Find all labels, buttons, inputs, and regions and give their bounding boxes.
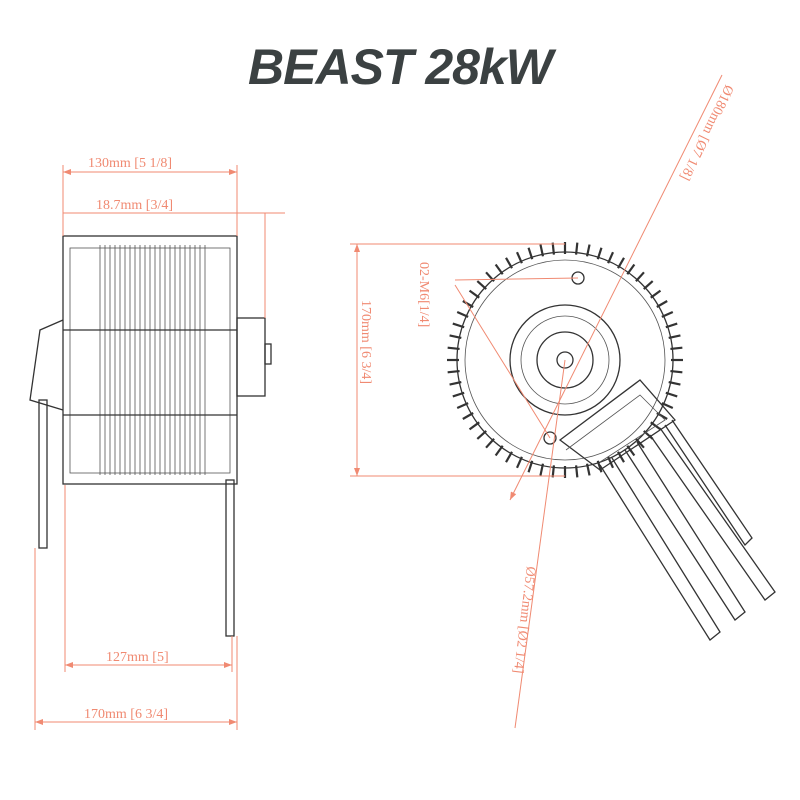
outer-diameter-label: Ø180mm [Ø7 1/8] — [677, 82, 736, 182]
side-view — [29, 235, 272, 637]
bolt-circle-label: Ø57.2mm [Ø2 1/4] — [510, 566, 538, 675]
height-label: 170mm [6 3/4] — [358, 300, 373, 384]
shaft-length-label: 18.7mm [3/4] — [96, 198, 173, 213]
mount-holes-label: 02-M6[1/4] — [416, 262, 431, 327]
overall-width-label: 130mm [5 1/8] — [88, 156, 172, 171]
mount-width-label: 170mm [6 3/4] — [84, 707, 168, 722]
front-view — [447, 242, 776, 641]
mount-spacing-label: 127mm [5] — [106, 650, 169, 665]
page-title: BEAST 28kW — [248, 39, 553, 95]
